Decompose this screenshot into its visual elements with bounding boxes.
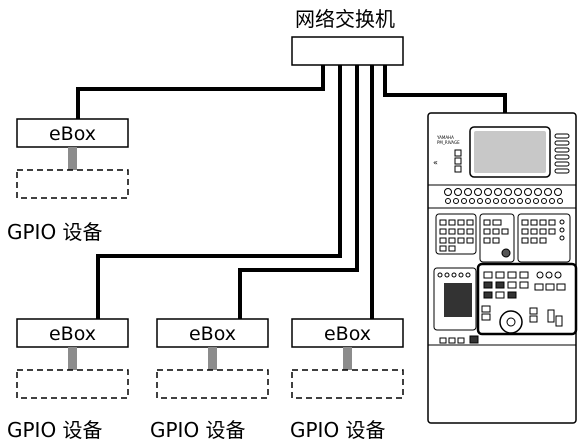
gpio-device-box (16, 369, 129, 399)
console-model: PM_RIVAGE (437, 140, 460, 145)
console-screen-display (474, 131, 546, 173)
console-brand: YAMAHA (436, 135, 454, 140)
console-jog-area (481, 305, 563, 334)
gpio-label: GPIO 设备 (290, 418, 386, 442)
console-highlight-section (476, 262, 578, 336)
console-icon: « (433, 158, 438, 167)
ebox-bottom-right: eBox GPIO 设备 (290, 318, 404, 442)
cable-to-ebox-top (76, 65, 325, 119)
console-keypad (433, 267, 477, 331)
console-control-section (479, 213, 515, 263)
console-side-buttons (554, 133, 570, 174)
console-control-section (517, 213, 571, 263)
gpio-device-box (156, 369, 269, 399)
ebox-bottom-left: eBox GPIO 设备 (7, 318, 129, 442)
gpio-label: GPIO 设备 (150, 418, 246, 442)
ebox-top: eBox GPIO 设备 (7, 118, 129, 244)
cable-to-ebox-middle (238, 65, 359, 319)
switch-label: 网络交换机 (295, 7, 395, 31)
console-knob-row (444, 188, 563, 204)
cable-to-console (383, 65, 507, 113)
gpio-link (343, 347, 352, 370)
gpio-label: GPIO 设备 (7, 418, 103, 442)
gpio-device-box (16, 169, 129, 199)
ebox-label: eBox (49, 123, 96, 145)
network-cables (76, 65, 507, 319)
console-control-section (435, 213, 477, 255)
console-button (454, 149, 462, 157)
gpio-label: GPIO 设备 (7, 220, 103, 244)
console-button (454, 157, 462, 165)
ebox-label: eBox (324, 323, 371, 345)
console-bottom-buttons (439, 335, 479, 344)
ebox-box (156, 318, 269, 348)
ebox-box (291, 318, 404, 348)
gpio-link (68, 347, 77, 370)
console-buttons-grid (483, 271, 566, 299)
ebox-label: eBox (49, 323, 96, 345)
console-illustration: YAMAHA PM_RIVAGE « (427, 112, 578, 424)
gpio-link (208, 347, 217, 370)
ebox-label: eBox (189, 323, 236, 345)
gpio-device-box (291, 369, 404, 399)
ebox-box (16, 318, 129, 348)
console-button (454, 165, 462, 173)
ebox-bottom-middle: eBox GPIO 设备 (150, 318, 269, 442)
network-switch (291, 36, 404, 66)
gpio-link (68, 147, 77, 170)
cable-to-ebox-left (96, 65, 342, 319)
ebox-box (16, 118, 129, 148)
